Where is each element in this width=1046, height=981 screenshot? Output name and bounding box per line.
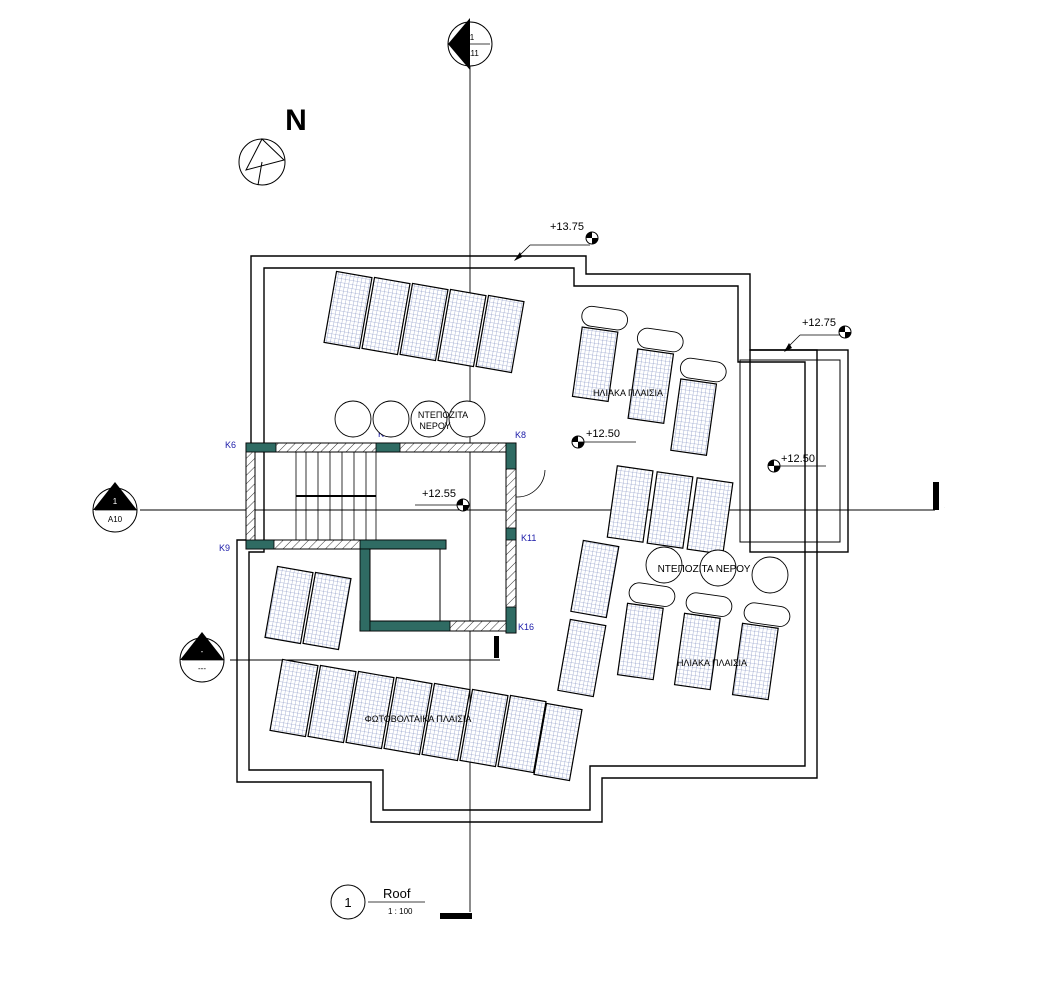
water-tank — [334, 400, 372, 438]
water-tank — [448, 400, 486, 438]
section-top-number: 1 — [470, 33, 475, 42]
water-tank — [372, 400, 410, 438]
pv-panel — [269, 658, 319, 738]
water-tank — [699, 549, 737, 587]
level-stair-core-text: +12.55 — [422, 488, 456, 500]
column-label-k11: K11 — [521, 533, 536, 543]
water-tanks-top: ΝΤΕΠΟΖΙΤΑ ΝΕΡΟΥ — [334, 400, 486, 438]
solar-panel — [570, 539, 620, 619]
level-marker-stair-core[interactable]: +12.55 — [415, 488, 470, 512]
solar-panel — [673, 612, 721, 691]
pv-panel — [686, 477, 734, 555]
view-name: Roof — [383, 886, 411, 901]
pv-panels-top — [323, 270, 525, 374]
tanks-right-label: ΝΤΕΠΟΖΙΤΑ ΝΕΡΟΥ — [658, 564, 751, 575]
pv-panel — [437, 288, 487, 368]
level-roof-top-text: +13.75 — [550, 221, 584, 233]
section-left-sheet: A10 — [108, 515, 123, 524]
pv-panel — [606, 465, 654, 543]
solar-panel — [557, 618, 607, 698]
solar-panel — [731, 622, 779, 701]
level-terrace-text: +12.50 — [586, 428, 620, 440]
stair-core — [245, 442, 546, 634]
water-tanks-right: ΝΤΕΠΟΖΙΤΑ ΝΕΡΟΥ — [645, 546, 789, 594]
pv-panel — [475, 294, 525, 374]
pv-panel — [264, 565, 314, 645]
pv-panel — [497, 694, 547, 774]
solar-heaters-top: ΗΛΙΑΚΑ ΠΛΑΙΣΙΑ — [571, 305, 727, 456]
pv-panel — [383, 676, 433, 756]
section-marker-top[interactable]: 1 A11 — [447, 18, 493, 70]
heater-tank — [636, 327, 684, 353]
pv-panels-bottom: ΦΩΤΟΒΟΛΤΑΙΚΑ ΠΛΑΙΣΙΑ — [269, 658, 583, 782]
water-tank — [751, 556, 789, 594]
pv-panel — [361, 276, 411, 356]
north-arrow: N — [238, 104, 307, 186]
pv-label: ΦΩΤΟΒΟΛΤΑΙΚΑ ΠΛΑΙΣΙΑ — [365, 714, 472, 724]
level-annex-text: +12.75 — [802, 317, 836, 329]
tanks-top-label-1: ΝΤΕΠΟΖΙΤΑ — [418, 410, 468, 420]
section-marker-left[interactable]: 1 A10 — [92, 482, 138, 533]
section-top-sheet: A11 — [465, 49, 479, 58]
section-right-label: I — [944, 507, 945, 509]
solar-heaters-bottom: ΗΛΙΑΚΑ ΠΛΑΙΣΙΑ — [616, 582, 791, 701]
north-label: N — [285, 104, 307, 137]
column-label-k16: K16 — [518, 622, 534, 632]
view-number: 1 — [344, 895, 351, 910]
heater-tank — [685, 592, 733, 617]
solar-top-label: ΗΛΙΑΚΑ ΠΛΑΙΣΙΑ — [593, 388, 663, 398]
pv-panel — [345, 670, 395, 750]
pv-panels-right — [606, 465, 734, 555]
level-annex-floor-text: +12.50 — [781, 453, 815, 465]
level-marker-terrace[interactable]: +12.50 — [571, 428, 636, 449]
section-lower-number: - — [201, 647, 204, 656]
view-scale: 1 : 100 — [388, 907, 413, 916]
pv-panel — [399, 282, 449, 362]
section-lower-sheet: --- — [198, 664, 206, 673]
pv-panel — [533, 702, 583, 782]
level-marker-annex[interactable]: +12.75 — [784, 317, 852, 352]
pv-panel — [421, 682, 471, 762]
solar-panel — [571, 326, 619, 403]
solar-bottom-label: ΗΛΙΑΚΑ ΠΛΑΙΣΙΑ — [677, 658, 747, 668]
section-left-number: 1 — [113, 497, 118, 506]
heater-tank — [581, 305, 628, 331]
solar-panel — [627, 348, 675, 424]
tanks-top-label-2: ΝΕΡΟΥ — [419, 421, 450, 431]
heater-tank — [628, 582, 676, 607]
roof-outline — [236, 255, 849, 823]
solar-panels-left-column — [557, 539, 620, 698]
heater-tank — [679, 357, 727, 383]
pv-panel — [307, 664, 357, 744]
water-tank — [410, 400, 448, 438]
level-marker-annex-floor[interactable]: +12.50 — [767, 453, 826, 473]
column-label-k8: K8 — [515, 430, 526, 440]
solar-panel — [616, 602, 664, 681]
column-label-k9: K9 — [219, 543, 230, 553]
pv-panel — [459, 688, 509, 768]
column-label-k6: K6 — [225, 440, 236, 450]
pv-panels-left-pair — [264, 565, 352, 651]
pv-panel — [323, 270, 373, 350]
pv-panel — [646, 471, 694, 549]
water-tank — [645, 546, 683, 584]
section-axes — [140, 60, 939, 919]
pv-panel — [302, 571, 352, 651]
section-marker-lower[interactable]: - --- — [179, 632, 225, 683]
view-title[interactable]: 1 Roof 1 : 100 — [330, 884, 425, 920]
solar-panel — [670, 378, 718, 456]
level-marker-roof-top[interactable]: +13.75 — [514, 221, 599, 261]
heater-tank — [743, 602, 791, 627]
